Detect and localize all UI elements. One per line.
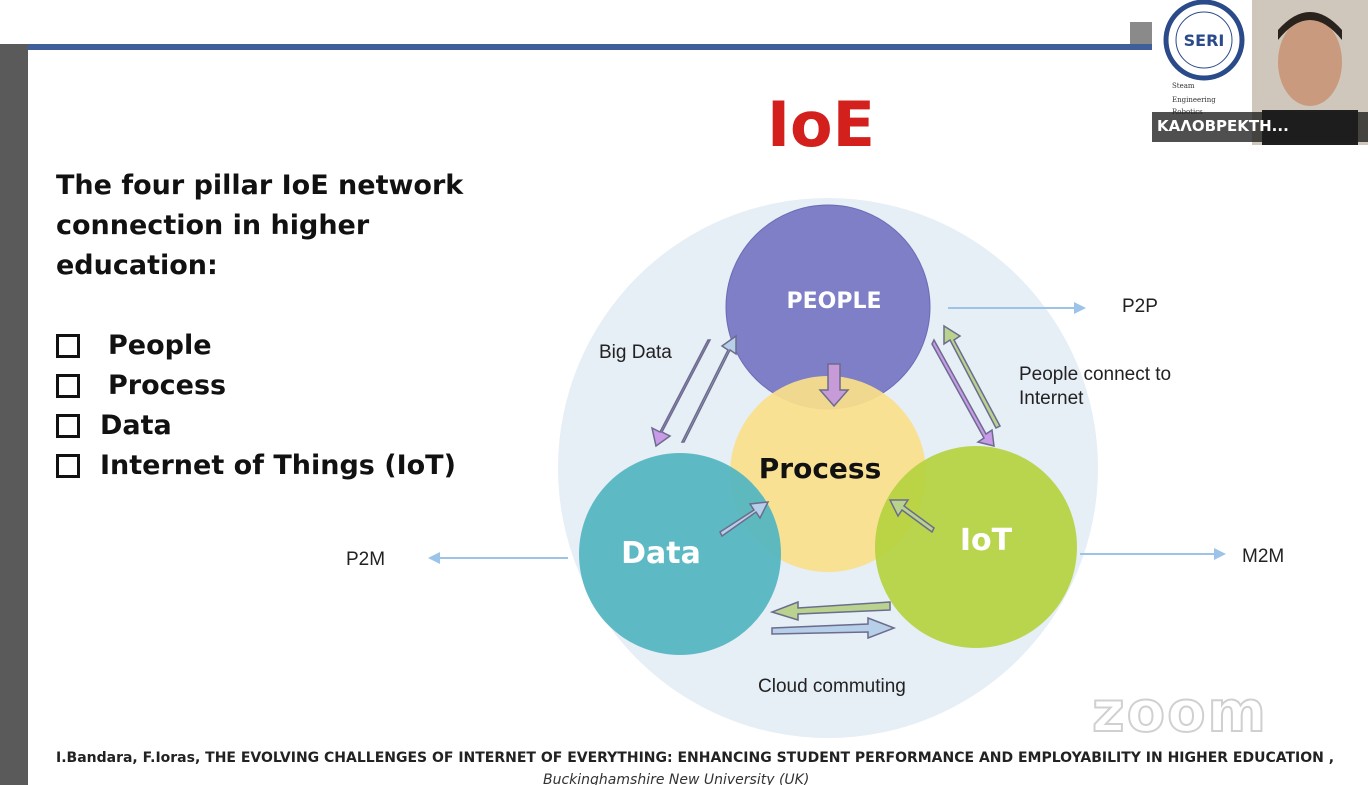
intro-text: The four pillar IoE network connection i…	[56, 166, 476, 286]
process-circle	[730, 376, 926, 572]
intro-line: connection in higher	[56, 210, 370, 241]
ioe-diagram: PEOPLE Process Data IoT Big Data People …	[346, 198, 1284, 738]
list-item: Data	[56, 406, 456, 446]
checkbox-icon	[56, 414, 80, 438]
participant-name-bar: ΚΑΛΟΒΡΕΚΤΗ...	[1152, 112, 1368, 142]
participant-video[interactable]: SERI Steam Engineering Robotics ΚΑΛΟΒΡΕΚ…	[1152, 0, 1368, 145]
checkbox-icon	[56, 374, 80, 398]
arrow-iot-people-up	[943, 324, 1002, 430]
people-connect-label-2: Internet	[1019, 388, 1084, 409]
citation: I.Bandara, F.Ioras, THE EVOLVING CHALLEN…	[56, 750, 1335, 766]
arrow-cloud-right	[771, 616, 897, 640]
data-label: Data	[621, 536, 701, 571]
checkbox-icon	[56, 454, 80, 478]
intro-line: education:	[56, 250, 218, 281]
checkbox-icon	[56, 334, 80, 358]
list-item: Internet of Things (IoT)	[56, 446, 456, 486]
arrows	[650, 324, 1002, 640]
process-label: Process	[759, 452, 882, 485]
window-tab	[1130, 22, 1152, 44]
list-item: People	[56, 326, 456, 366]
arrow-people-to-process	[818, 363, 850, 408]
seri-logo-icon: SERI	[1163, 0, 1245, 81]
arrow-data-to-process	[719, 501, 770, 538]
left-gutter	[0, 44, 28, 785]
arrow-cloud-left	[769, 600, 891, 622]
arrow-people-iot-down	[931, 338, 995, 447]
svg-text:SERI: SERI	[1184, 31, 1225, 50]
iot-circle	[875, 446, 1077, 648]
citation-institution: Buckinghamshire New University (UK)	[543, 772, 810, 785]
shared-slide: IoE The four pillar IoE network connecti…	[28, 44, 1368, 785]
iot-label: IoT	[960, 523, 1013, 558]
p2p-label: P2P	[1122, 296, 1158, 317]
participant-name: ΚΑΛΟΒΡΕΚΤΗ...	[1157, 117, 1289, 135]
m2m-label: M2M	[1242, 546, 1284, 567]
data-circle	[579, 453, 781, 655]
cloud-label: Cloud commuting	[758, 676, 906, 697]
arrow-big-data-down	[650, 339, 712, 448]
people-label: PEOPLE	[786, 289, 881, 314]
list-item: Process	[56, 366, 456, 406]
arrow-big-data-up	[680, 334, 737, 443]
zoom-watermark: zoom	[1091, 679, 1268, 746]
slide-title: IoE	[766, 88, 875, 161]
outer-arrows	[428, 302, 1226, 564]
arrow-iot-to-process	[888, 499, 935, 534]
big-data-label: Big Data	[599, 342, 672, 363]
intro-line: The four pillar IoE network	[56, 170, 464, 201]
p2m-label: P2M	[346, 549, 385, 570]
pillar-list: People Process Data Internet of Things (…	[56, 326, 456, 486]
people-connect-label: People connect to	[1019, 364, 1171, 385]
